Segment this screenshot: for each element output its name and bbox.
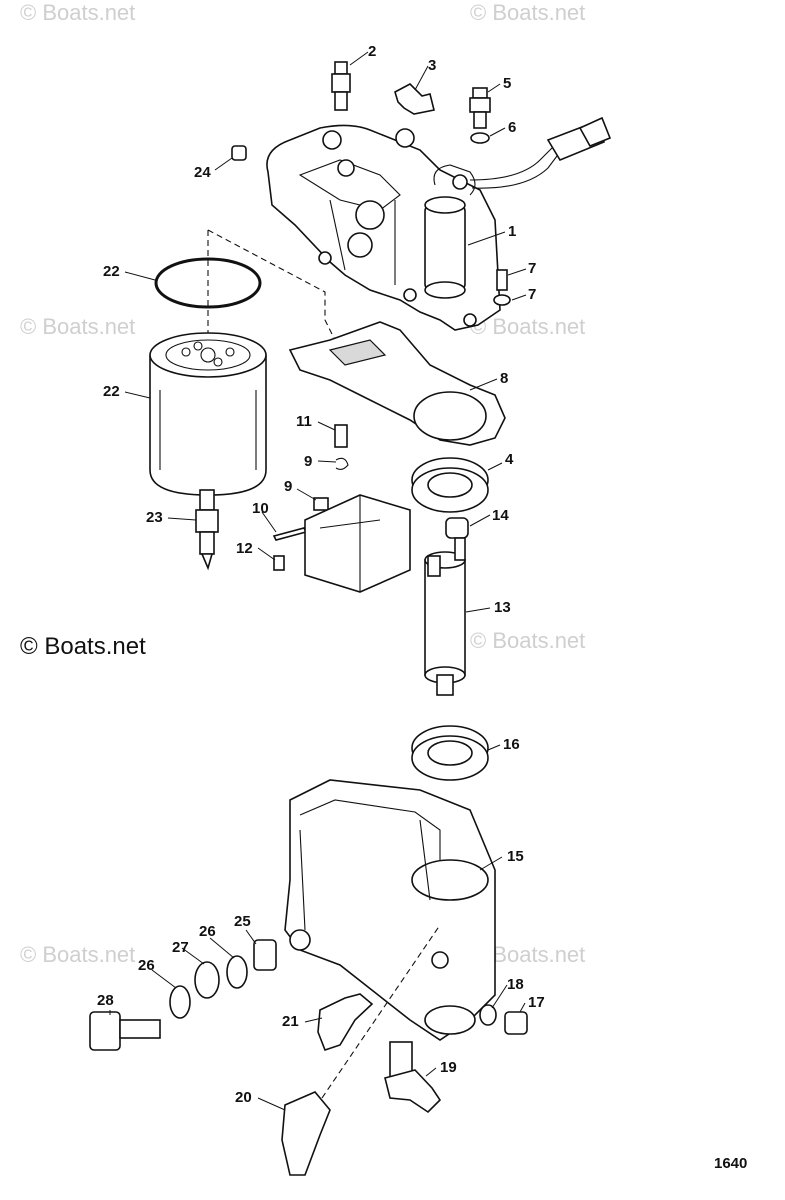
callout-6: 6 — [508, 119, 516, 136]
callout-13: 13 — [494, 599, 511, 616]
callout-1: 1 — [508, 223, 516, 240]
callout-22a: 22 — [103, 263, 120, 280]
callout-11: 11 — [296, 413, 312, 430]
washer-part-7 — [493, 294, 511, 306]
o-ring-part-18 — [479, 1004, 497, 1026]
pin-part-10 — [272, 527, 308, 541]
bolt-part-28 — [89, 1011, 161, 1051]
electric-fuel-pump-part-13 — [424, 537, 466, 696]
callout-7b: 7 — [528, 286, 536, 303]
callout-4: 4 — [505, 451, 514, 468]
callout-19: 19 — [440, 1059, 457, 1076]
seal-part-16 — [411, 725, 489, 781]
washer-part-26-lower — [169, 985, 191, 1019]
o-ring-part-6 — [470, 132, 490, 144]
callout-28: 28 — [97, 992, 114, 1009]
callout-20: 20 — [235, 1089, 252, 1106]
watermark-mid-left: © Boats.net — [20, 314, 135, 339]
plug-part-17 — [504, 1011, 528, 1035]
callout-5: 5 — [503, 75, 511, 92]
fitting-part-2 — [331, 61, 351, 111]
fitting-part-25 — [253, 939, 277, 971]
watermark-bottom-left: © Boats.net — [20, 942, 135, 967]
elbow-fitting-part-21 — [317, 993, 374, 1051]
diagram-number: 1640 — [714, 1155, 747, 1172]
leader-lines — [109, 51, 527, 1111]
plug-part-24 — [231, 145, 247, 161]
callout-27: 27 — [172, 939, 189, 956]
seal-part-4 — [411, 457, 489, 513]
grommet-part-27 — [194, 961, 220, 999]
callout-9a: 9 — [284, 478, 292, 495]
callout-7a: 7 — [528, 260, 536, 277]
cap-part-14 — [445, 517, 469, 539]
watermark-top-left: © Boats.net — [20, 0, 135, 25]
watermark-primary: © Boats.net — [20, 633, 146, 660]
callout-17: 17 — [528, 994, 545, 1011]
callout-26b: 26 — [199, 923, 216, 940]
sensor-part-23 — [195, 489, 219, 571]
callout-10: 10 — [252, 500, 269, 517]
clip-part-9-upper — [335, 457, 349, 471]
washer-part-26-upper — [226, 955, 248, 989]
screw-part-12 — [273, 555, 285, 571]
callout-22b: 22 — [103, 383, 120, 400]
callout-9b: 9 — [304, 453, 312, 470]
watermark-top-right: © Boats.net — [470, 0, 585, 25]
callout-14: 14 — [492, 507, 509, 524]
callout-18: 18 — [507, 976, 524, 993]
screw-part-7 — [496, 269, 508, 291]
callout-15: 15 — [507, 848, 524, 865]
callout-labels: 1 2 3 4 5 6 7 7 8 9 9 10 11 12 13 14 15 … — [97, 43, 545, 1106]
callout-16: 16 — [503, 736, 520, 753]
elbow-fitting-part-3 — [394, 83, 435, 115]
elbow-fitting-part-20 — [281, 1091, 331, 1176]
fitting-part-5 — [469, 87, 491, 129]
callout-26a: 26 — [138, 957, 155, 974]
callout-8: 8 — [500, 370, 508, 387]
valve-part-11 — [334, 424, 348, 448]
callout-12: 12 — [236, 540, 253, 557]
callout-25: 25 — [234, 913, 251, 930]
elbow-fitting-part-19 — [384, 1041, 442, 1114]
filter-bracket — [304, 494, 411, 593]
gasket-part-8 — [288, 321, 506, 446]
callout-3: 3 — [428, 57, 436, 74]
callout-2: 2 — [368, 43, 376, 60]
callout-21: 21 — [282, 1013, 299, 1030]
vapor-separator-housing-part-15 — [284, 779, 496, 1041]
clip-part-9-lower — [313, 497, 329, 511]
watermark-lower-right: © Boats.net — [470, 628, 585, 653]
callout-24: 24 — [194, 164, 211, 181]
fuel-pump-housing-cover — [266, 116, 612, 331]
callout-23: 23 — [146, 509, 163, 526]
fuel-filter-part-22 — [149, 332, 267, 496]
